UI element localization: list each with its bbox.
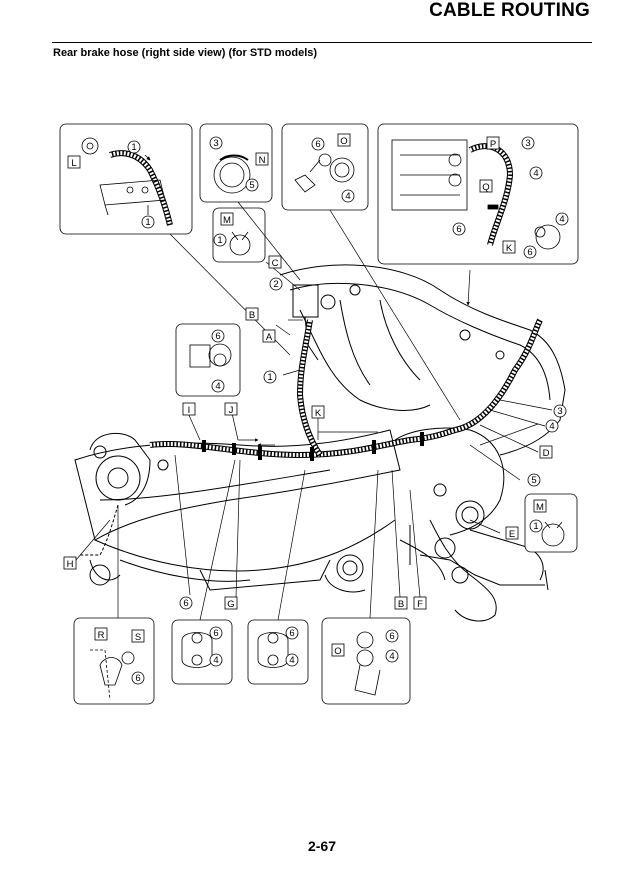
svg-text:1: 1 (533, 521, 538, 532)
svg-text:Q: Q (482, 182, 489, 193)
svg-text:1: 1 (267, 372, 272, 383)
svg-text:4: 4 (389, 651, 394, 662)
svg-text:K: K (506, 243, 513, 254)
svg-text:F: F (417, 599, 423, 610)
svg-text:S: S (135, 632, 141, 643)
frame-drawing (74, 264, 566, 622)
section-title: Rear brake hose (right side view) (for S… (53, 47, 318, 59)
svg-text:G: G (227, 599, 234, 610)
svg-text:H: H (67, 559, 74, 570)
svg-text:6: 6 (315, 139, 320, 150)
svg-text:R: R (98, 630, 105, 641)
svg-text:4: 4 (559, 214, 564, 225)
svg-text:M: M (536, 502, 544, 513)
letter-callouts (63, 133, 553, 657)
header-divider (52, 42, 592, 43)
inset-top-circle-O (281, 123, 369, 211)
svg-text:6: 6 (456, 224, 461, 235)
svg-text:K: K (315, 408, 322, 419)
inset-top-left (59, 123, 193, 235)
svg-text:A: A (266, 332, 273, 343)
svg-text:N: N (259, 155, 266, 166)
svg-text:4: 4 (289, 655, 294, 666)
svg-text:P: P (490, 139, 496, 150)
svg-text:E: E (509, 529, 515, 540)
svg-text:6: 6 (213, 628, 218, 639)
svg-text:6: 6 (215, 331, 220, 342)
svg-text:4: 4 (213, 655, 218, 666)
page-number: 2-67 (307, 838, 337, 854)
svg-text:1: 1 (131, 142, 136, 153)
svg-text:C: C (272, 258, 279, 269)
svg-text:4: 4 (345, 191, 350, 202)
svg-text:J: J (229, 405, 234, 416)
svg-text:6: 6 (527, 247, 532, 258)
svg-text:4: 4 (549, 421, 554, 432)
svg-text:O: O (334, 646, 341, 657)
brake-hose (80, 318, 543, 556)
svg-text:6: 6 (289, 628, 294, 639)
inset-clip-G (175, 323, 241, 397)
svg-text:6: 6 (389, 631, 394, 642)
svg-text:L: L (71, 158, 76, 169)
svg-text:3: 3 (525, 138, 530, 149)
svg-text:B: B (249, 310, 255, 321)
svg-text:5: 5 (249, 180, 254, 191)
svg-text:O: O (340, 136, 347, 147)
svg-text:1: 1 (217, 235, 222, 246)
svg-text:M: M (223, 215, 231, 226)
page-header-title: CABLE ROUTING (429, 0, 590, 21)
svg-text:B: B (398, 599, 404, 610)
inset-top-right (377, 123, 579, 265)
svg-text:6: 6 (183, 598, 188, 609)
svg-text:2: 2 (273, 279, 278, 290)
letter-callout-text: L N O P Q K M C B A I J K D M E H G B F … (67, 136, 550, 657)
numbered-callouts (127, 136, 569, 685)
svg-text:3: 3 (557, 406, 562, 417)
svg-text:4: 4 (533, 168, 538, 179)
inset-bottom-clamp-2 (247, 619, 309, 685)
svg-text:5: 5 (531, 475, 536, 486)
svg-text:1: 1 (145, 217, 150, 228)
inset-bottom-O (321, 617, 411, 705)
inset-bottom-clamp-1 (171, 619, 233, 685)
svg-text:D: D (543, 448, 550, 459)
svg-text:6: 6 (135, 673, 140, 684)
svg-text:4: 4 (215, 381, 220, 392)
svg-text:I: I (188, 405, 191, 416)
leader-lines (75, 201, 553, 621)
svg-text:3: 3 (213, 138, 218, 149)
numbered-callout-text: 1 1 3 5 6 4 3 4 6 4 6 1 2 6 4 1 3 4 5 1 … (131, 138, 564, 684)
